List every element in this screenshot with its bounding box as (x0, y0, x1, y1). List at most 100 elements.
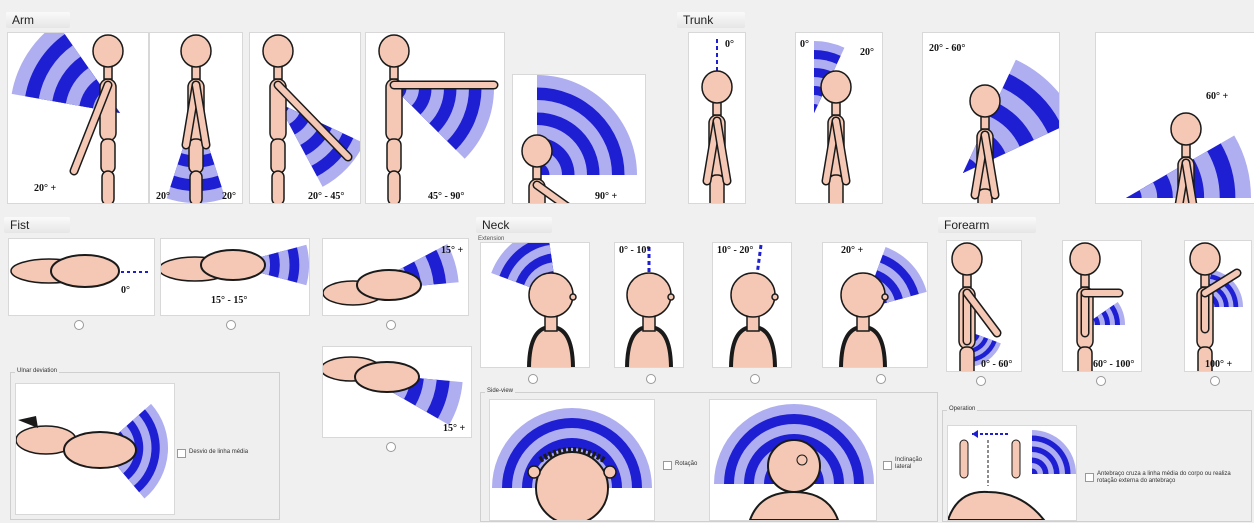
forearm-operation-figure (948, 426, 1076, 520)
neck-radio-20-plus[interactable] (876, 374, 886, 384)
fist-radio-0[interactable] (74, 320, 84, 330)
arm-20-45-figure (250, 33, 360, 203)
arm-extension-figure (8, 33, 148, 203)
fist-label: 15° + (441, 245, 463, 256)
arm-section-title: Arm (6, 12, 70, 28)
neck-20-plus-figure (823, 243, 927, 367)
mannequin-figure (731, 273, 778, 367)
forearm-100-plus-figure (1185, 241, 1251, 371)
arm-option-neutral[interactable]: 20° 20° (149, 32, 243, 204)
neck-rotation-checkbox[interactable] (663, 461, 672, 470)
trunk-option-0-20[interactable]: 0° 20° (795, 32, 883, 204)
neck-radio-0-10[interactable] (646, 374, 656, 384)
fist-deviation-checkbox[interactable] (177, 449, 186, 458)
neck-rotation-image (489, 399, 655, 521)
forearm-option-100-plus[interactable]: 100° + (1184, 240, 1252, 372)
neck-rotation-figure (490, 400, 654, 520)
arm-label: 20° (156, 191, 170, 202)
trunk-0-figure (689, 33, 745, 203)
neck-option-10-20[interactable]: 10° - 20° (712, 242, 792, 368)
arm-option-90-plus[interactable]: 90° + (512, 74, 646, 204)
neck-rotation-label: Rotação (675, 461, 697, 468)
forearm-60-100-figure (1063, 241, 1141, 371)
range-fan (278, 103, 360, 187)
forearm-radio-100-plus[interactable] (1210, 376, 1220, 386)
mannequin-figure (529, 273, 576, 367)
fist-section-title: Fist (4, 217, 70, 233)
neck-0-10-figure (615, 243, 683, 367)
trunk-option-0[interactable]: 0° (688, 32, 746, 204)
forearm-operation-label: Antebraço cruza a linha média do corpo o… (1097, 471, 1247, 485)
trunk-60-plus-figure (1096, 33, 1254, 203)
mannequin-figure (627, 273, 674, 367)
fist-deviation-figure (16, 384, 174, 514)
trunk-20-60-figure (923, 33, 1059, 203)
trunk-section-title: Trunk (677, 12, 745, 28)
fist-group-title: Ulnar deviation (15, 368, 59, 374)
neck-lateral-checkbox[interactable] (883, 461, 892, 470)
arm-label: 90° + (595, 191, 617, 202)
forearm-label: 100° + (1205, 359, 1232, 370)
forearm-label: 60° - 100° (1093, 359, 1134, 370)
forearm-operation-checkbox[interactable] (1085, 473, 1094, 482)
range-fan (1032, 430, 1076, 474)
neck-option-extension[interactable] (480, 242, 590, 368)
arm-label: 20° (222, 191, 236, 202)
neck-side-group-title: Side-view (485, 388, 515, 394)
arm-label: 20° + (34, 183, 56, 194)
mannequin-figure (821, 71, 851, 203)
fist-deviation-group: Ulnar deviation Desvio de linha média (10, 372, 280, 520)
neck-extension-figure (481, 243, 589, 367)
neck-side-group: Side-view Rotação Inclinação lateral (480, 392, 938, 522)
forearm-option-0-60[interactable]: 0° - 60° (946, 240, 1022, 372)
neck-lateral-label: Inclinação lateral (895, 457, 933, 471)
neck-option-0-10[interactable]: 0° - 10° (614, 242, 684, 368)
range-fan (537, 75, 637, 175)
neck-lateral-image (709, 399, 877, 521)
neck-10-20-figure (713, 243, 791, 367)
forearm-option-60-100[interactable]: 60° - 100° (1062, 240, 1142, 372)
neck-radio-extension[interactable] (528, 374, 538, 384)
arm-45-90-figure (366, 33, 504, 203)
fist-option-15-15[interactable]: 15° - 15° (160, 238, 310, 316)
fist-radio-15-15[interactable] (226, 320, 236, 330)
fist-label: 15° - 15° (211, 295, 247, 306)
fist-option-15-plus-up[interactable]: 15° + (322, 238, 469, 316)
arm-option-extension[interactable]: 20° + (7, 32, 149, 204)
trunk-option-20-60[interactable]: 20° - 60° (922, 32, 1060, 204)
neck-radio-10-20[interactable] (750, 374, 760, 384)
fist-option-0[interactable]: 0° (8, 238, 155, 316)
fist-option-15-plus-down[interactable]: 15° + (322, 346, 472, 438)
trunk-label: 0° (800, 39, 809, 50)
arm-option-45-90[interactable]: 45° - 90° (365, 32, 505, 204)
neck-section-title: Neck (476, 217, 552, 233)
forearm-operation-group: Operation Antebraço cruza a linha média … (942, 410, 1252, 522)
mannequin-figure (702, 71, 732, 203)
trunk-label: 20° (860, 47, 874, 58)
forearm-group-title: Operation (947, 406, 977, 412)
forearm-radio-60-100[interactable] (1096, 376, 1106, 386)
arm-label: 45° - 90° (428, 191, 464, 202)
arm-option-20-45[interactable]: 20° - 45° (249, 32, 361, 204)
trunk-option-60-plus[interactable]: 60° + (1095, 32, 1254, 204)
fist-0-figure (9, 239, 154, 315)
mannequin-figure (841, 273, 888, 367)
fist-deviation-image (15, 383, 175, 515)
forearm-section-title: Forearm (938, 217, 1036, 233)
trunk-label: 60° + (1206, 91, 1228, 102)
forearm-0-60-figure (947, 241, 1021, 371)
arm-neutral-figure (150, 33, 242, 203)
fist-radio-15-plus-down[interactable] (386, 442, 396, 452)
forearm-radio-0-60[interactable] (976, 376, 986, 386)
range-fan (394, 88, 494, 159)
arm-90-plus-figure (513, 75, 645, 203)
fist-deviation-label: Desvio de linha média (189, 449, 248, 456)
forearm-label: 0° - 60° (981, 359, 1012, 370)
fist-label: 0° (121, 285, 130, 296)
fist-radio-15-plus-up[interactable] (386, 320, 396, 330)
arm-label: 20° - 45° (308, 191, 344, 202)
neck-label: 10° - 20° (717, 245, 753, 256)
fist-label: 15° + (443, 423, 465, 434)
neck-option-20-plus[interactable]: 20° + (822, 242, 928, 368)
neck-lateral-figure (710, 400, 876, 520)
